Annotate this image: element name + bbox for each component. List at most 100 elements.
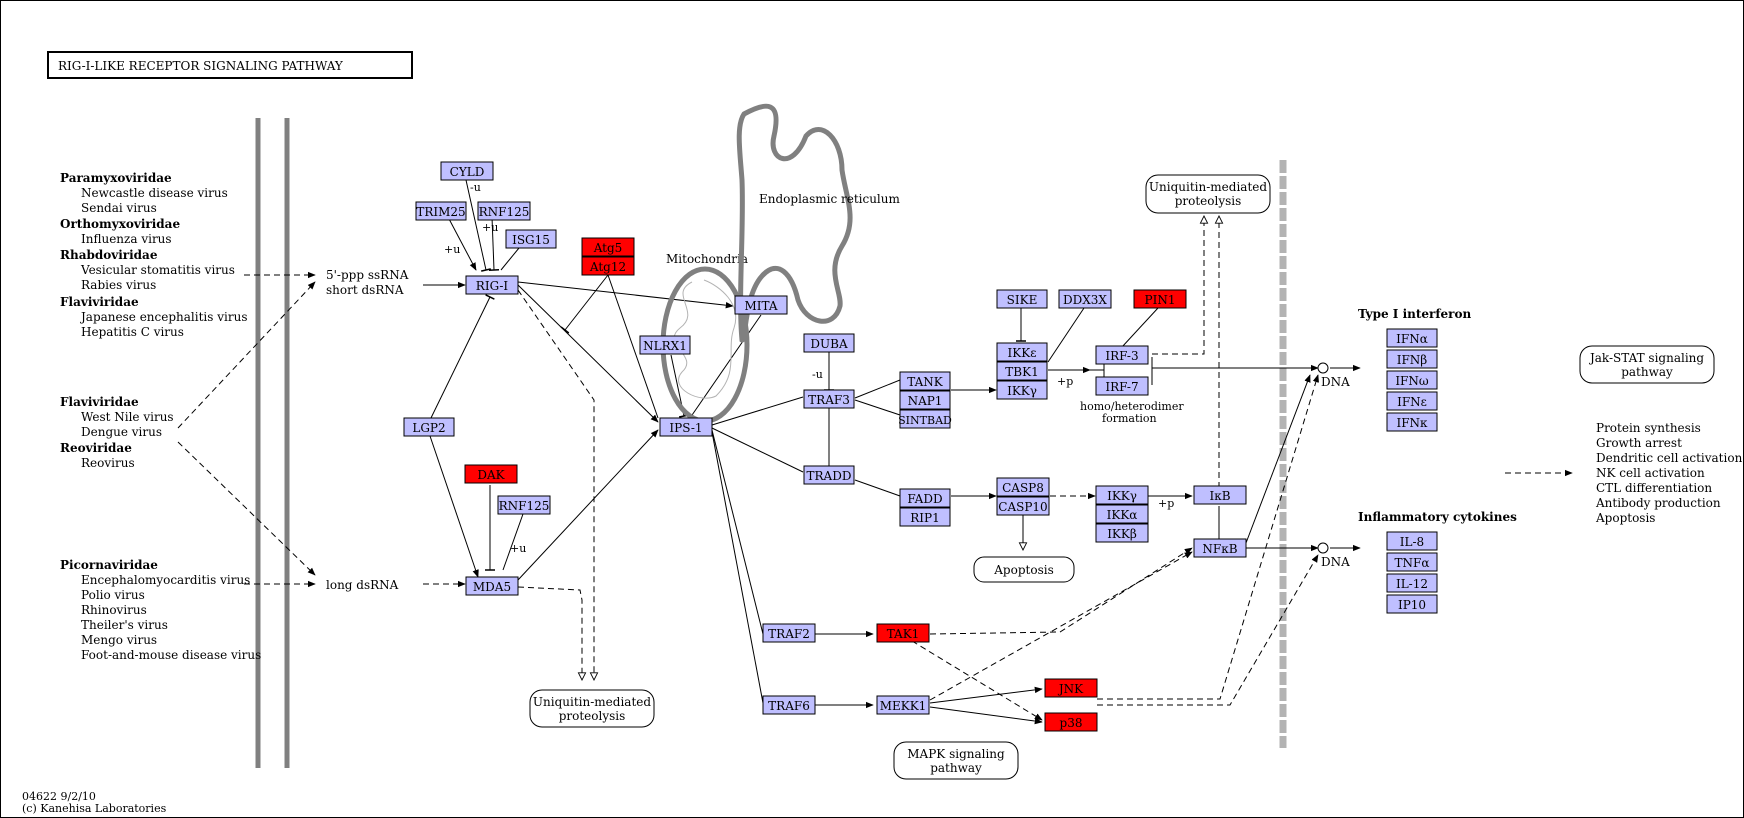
gene-ikkb[interactable]: IKKβ [1095, 523, 1149, 543]
gene-mita[interactable]: MITA [734, 295, 788, 315]
gene-nap1[interactable]: NAP1 [899, 390, 951, 410]
svg-text:IPS-1: IPS-1 [669, 421, 702, 435]
gene-traf2[interactable]: TRAF2 [762, 623, 816, 643]
gene-tank[interactable]: TANK [899, 371, 951, 391]
gene-ifnb[interactable]: IFNβ [1386, 349, 1438, 369]
gene-duba[interactable]: DUBA [803, 333, 855, 353]
svg-text:MEKK1: MEKK1 [880, 699, 927, 713]
svg-text:Protein synthesis: Protein synthesis [1596, 421, 1701, 435]
title-box [47, 51, 413, 79]
gene-atg5[interactable]: Atg5 [581, 237, 635, 257]
gene-traf3[interactable]: TRAF3 [803, 389, 855, 409]
svg-text:IP10: IP10 [1398, 598, 1426, 612]
virus-family: Reoviridae [60, 441, 132, 455]
svg-text:Growth arrest: Growth arrest [1596, 436, 1682, 450]
gene-ikkg[interactable]: IKKγ [996, 380, 1048, 400]
edges [177, 179, 1573, 725]
gene-ikke[interactable]: IKKε [996, 342, 1048, 362]
gene-tak1[interactable]: TAK1 [876, 623, 930, 643]
gene-sike[interactable]: SIKE [996, 289, 1048, 309]
pathway-links[interactable]: Uniquitin-mediated proteolysis Uniquitin… [529, 174, 1715, 780]
gene-irf-7[interactable]: IRF-7 [1095, 376, 1149, 396]
gene-ddx3x[interactable]: DDX3X [1058, 289, 1112, 309]
gene-casp10[interactable]: CASP10 [996, 496, 1050, 516]
diagram-title: RIG-I-LIKE RECEPTOR SIGNALING PATHWAY [58, 59, 344, 73]
svg-text:TRIM25: TRIM25 [416, 205, 465, 219]
gene-ikb[interactable]: IκB [1193, 485, 1247, 505]
gene-rip1[interactable]: RIP1 [899, 507, 951, 527]
gene-mda5[interactable]: MDA5 [465, 576, 519, 596]
svg-text:formation: formation [1102, 412, 1157, 425]
svg-text:CASP8: CASP8 [1002, 481, 1044, 495]
svg-text:RNF125: RNF125 [499, 499, 550, 513]
virus-family: Orthomyxoviridae [60, 217, 180, 231]
inflammatory-label: Inflammatory cytokines [1358, 510, 1517, 524]
gene-tbk1[interactable]: TBK1 [996, 361, 1048, 381]
gene-p38[interactable]: p38 [1044, 712, 1098, 732]
ligand-long-dsrna: long dsRNA [326, 578, 399, 592]
gene-nlrx1[interactable]: NLRX1 [639, 335, 691, 355]
gene-rig-i[interactable]: RIG-I [465, 275, 519, 295]
gene-ifna[interactable]: IFNα [1386, 328, 1438, 348]
svg-text:-u: -u [812, 368, 823, 381]
svg-text:IKKγ: IKKγ [1007, 384, 1037, 398]
gene-il-8[interactable]: IL-8 [1386, 531, 1438, 551]
svg-text:Antibody production: Antibody production [1595, 496, 1721, 510]
svg-text:-u: -u [470, 181, 481, 194]
gene-isg15[interactable]: ISG15 [505, 229, 557, 249]
pathway-mapk[interactable]: MAPK signaling pathway [893, 741, 1019, 780]
gene-dak[interactable]: DAK [464, 464, 518, 484]
svg-text:IκB: IκB [1209, 489, 1230, 503]
mitochondria-label: Mitochondria [666, 252, 748, 266]
gene-ikka[interactable]: IKKα [1095, 504, 1149, 524]
gene-ifne[interactable]: IFNε [1386, 391, 1438, 411]
gene-nodes[interactable]: CYLD TRIM25 RNF125 ISG15 Atg5 Atg12 RIG-… [403, 161, 1438, 732]
gene-ifnk[interactable]: IFNκ [1386, 412, 1438, 432]
svg-text:Apoptosis: Apoptosis [1595, 511, 1655, 525]
virus-family: Paramyxoviridae [60, 171, 172, 185]
gene-atg12[interactable]: Atg12 [581, 256, 635, 276]
gene-sintbad[interactable]: SINTBAD [898, 409, 952, 429]
gene-fadd[interactable]: FADD [899, 488, 951, 508]
svg-text:RIP1: RIP1 [910, 511, 939, 525]
svg-text:TBK1: TBK1 [1005, 365, 1038, 379]
gene-jnk[interactable]: JNK [1044, 678, 1098, 698]
svg-text:TANK: TANK [907, 375, 944, 389]
svg-text:TRAF6: TRAF6 [768, 699, 810, 713]
virus-name: Influenza virus [81, 232, 172, 246]
gene-nfkb[interactable]: NFκB [1193, 538, 1247, 558]
pathway-ubiquitin-top[interactable]: Uniquitin-mediated proteolysis [1145, 174, 1271, 214]
outcome-list: Protein synthesis Growth arrest Dendriti… [1595, 421, 1743, 525]
svg-text:+u: +u [482, 221, 498, 234]
svg-text:MDA5: MDA5 [473, 580, 511, 594]
gene-tnfa[interactable]: TNFα [1386, 552, 1438, 572]
gene-pin1[interactable]: PIN1 [1133, 289, 1187, 309]
gene-cyld[interactable]: CYLD [440, 161, 494, 181]
gene-ifnw[interactable]: IFNω [1386, 370, 1438, 390]
gene-rnf125[interactable]: RNF125 [497, 495, 551, 515]
pathway-apoptosis[interactable]: Apoptosis [973, 556, 1075, 583]
virus-family: Flaviviridae [60, 395, 139, 409]
gene-ikkg[interactable]: IKKγ [1095, 485, 1149, 505]
pathway-jak-stat[interactable]: Jak-STAT signaling pathway [1579, 345, 1715, 384]
svg-text:CTL differentiation: CTL differentiation [1596, 481, 1712, 495]
gene-irf-3[interactable]: IRF-3 [1095, 345, 1149, 365]
gene-traf6[interactable]: TRAF6 [762, 695, 816, 715]
gene-mekk1[interactable]: MEKK1 [876, 695, 930, 715]
virus-name: Theiler's virus [81, 618, 168, 632]
gene-tradd[interactable]: TRADD [803, 465, 855, 485]
gene-rnf125[interactable]: RNF125 [477, 201, 531, 221]
pathway-ubiquitin-bottom[interactable]: Uniquitin-mediated proteolysis [529, 689, 655, 728]
gene-casp8[interactable]: CASP8 [996, 477, 1050, 497]
svg-text:Dendritic cell activation: Dendritic cell activation [1596, 451, 1743, 465]
gene-lgp2[interactable]: LGP2 [403, 417, 455, 437]
svg-text:TAK1: TAK1 [887, 627, 920, 641]
virus-list: Paramyxoviridae Newcastle disease virus … [60, 171, 261, 662]
gene-ips-1[interactable]: IPS-1 [659, 417, 713, 437]
gene-trim25[interactable]: TRIM25 [415, 201, 467, 221]
gene-il-12[interactable]: IL-12 [1386, 573, 1438, 593]
gene-ip10[interactable]: IP10 [1386, 594, 1438, 614]
svg-text:proteolysis: proteolysis [559, 709, 626, 723]
virus-name: Vesicular stomatitis virus [80, 263, 235, 277]
